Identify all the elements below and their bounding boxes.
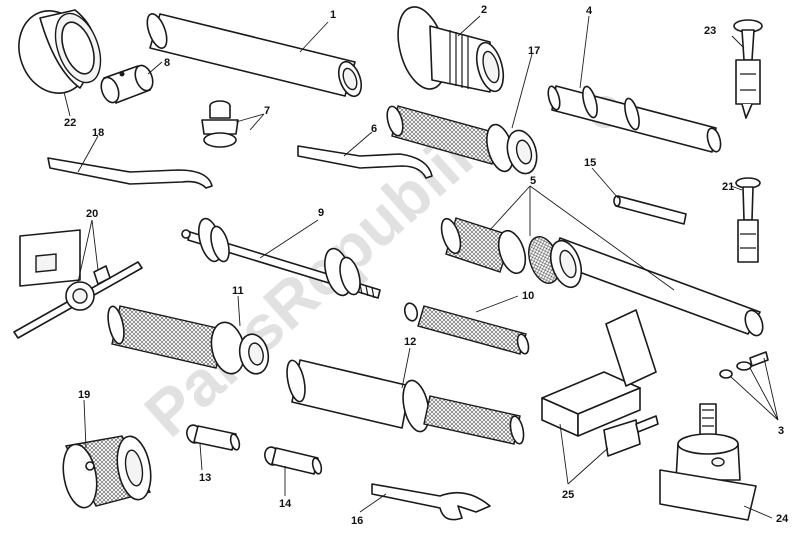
- label-13: 13: [199, 472, 211, 484]
- part-22-ring: [18, 9, 102, 94]
- part-21-puller: [735, 177, 761, 263]
- label-22: 22: [64, 117, 76, 129]
- label-19: 19: [78, 389, 90, 401]
- label-18: 18: [92, 127, 104, 139]
- part-19-nut: [62, 435, 152, 509]
- label-6: 6: [371, 123, 377, 135]
- label-5: 5: [530, 175, 536, 187]
- label-16: 16: [351, 515, 363, 527]
- part-2-sleeve: [397, 6, 505, 93]
- part-16-wrench: [371, 483, 491, 521]
- leader-lines: [63, 15, 779, 519]
- label-17: 17: [528, 45, 540, 57]
- part-4-shaft: [547, 85, 722, 153]
- label-7: 7: [264, 105, 270, 117]
- label-10: 10: [522, 290, 534, 302]
- part-9-rod: [181, 217, 381, 299]
- label-2: 2: [481, 4, 487, 16]
- part-labels: 1 2 3 4 5 6 7 8 9 10 11 12 13 14 15 16 1…: [64, 4, 789, 527]
- part-1-tube: [146, 13, 363, 98]
- label-3: 3: [778, 425, 784, 437]
- label-21: 21: [722, 181, 734, 193]
- part-8-bushing: [100, 64, 154, 104]
- part-10-pin: [403, 302, 530, 355]
- label-23: 23: [704, 25, 716, 37]
- part-15-pin: [613, 195, 687, 225]
- label-4: 4: [586, 5, 593, 17]
- part-12-shaft: [286, 359, 525, 445]
- part-6-wrench: [297, 145, 433, 179]
- part-25-box: [541, 309, 659, 457]
- label-15: 15: [584, 157, 596, 169]
- part-18-wrench: [47, 157, 213, 189]
- label-8: 8: [164, 57, 170, 69]
- part-5-bar: [440, 217, 764, 337]
- label-20: 20: [86, 208, 98, 220]
- part-7-adaptor: [201, 100, 239, 148]
- part-20-plate: [13, 229, 143, 339]
- part-14-pin: [264, 446, 323, 475]
- label-14: 14: [279, 498, 292, 510]
- part-17-shaft: [386, 105, 538, 175]
- label-25: 25: [562, 489, 574, 501]
- part-3-clips: [719, 351, 769, 379]
- label-11: 11: [232, 285, 244, 297]
- part-13-pin: [186, 424, 241, 451]
- part-23-puller: [733, 19, 763, 119]
- part-24-puller: [659, 403, 757, 521]
- label-24: 24: [776, 513, 789, 525]
- part-11-bushing: [107, 305, 270, 375]
- label-9: 9: [318, 207, 324, 219]
- label-1: 1: [330, 9, 336, 21]
- label-12: 12: [404, 336, 416, 348]
